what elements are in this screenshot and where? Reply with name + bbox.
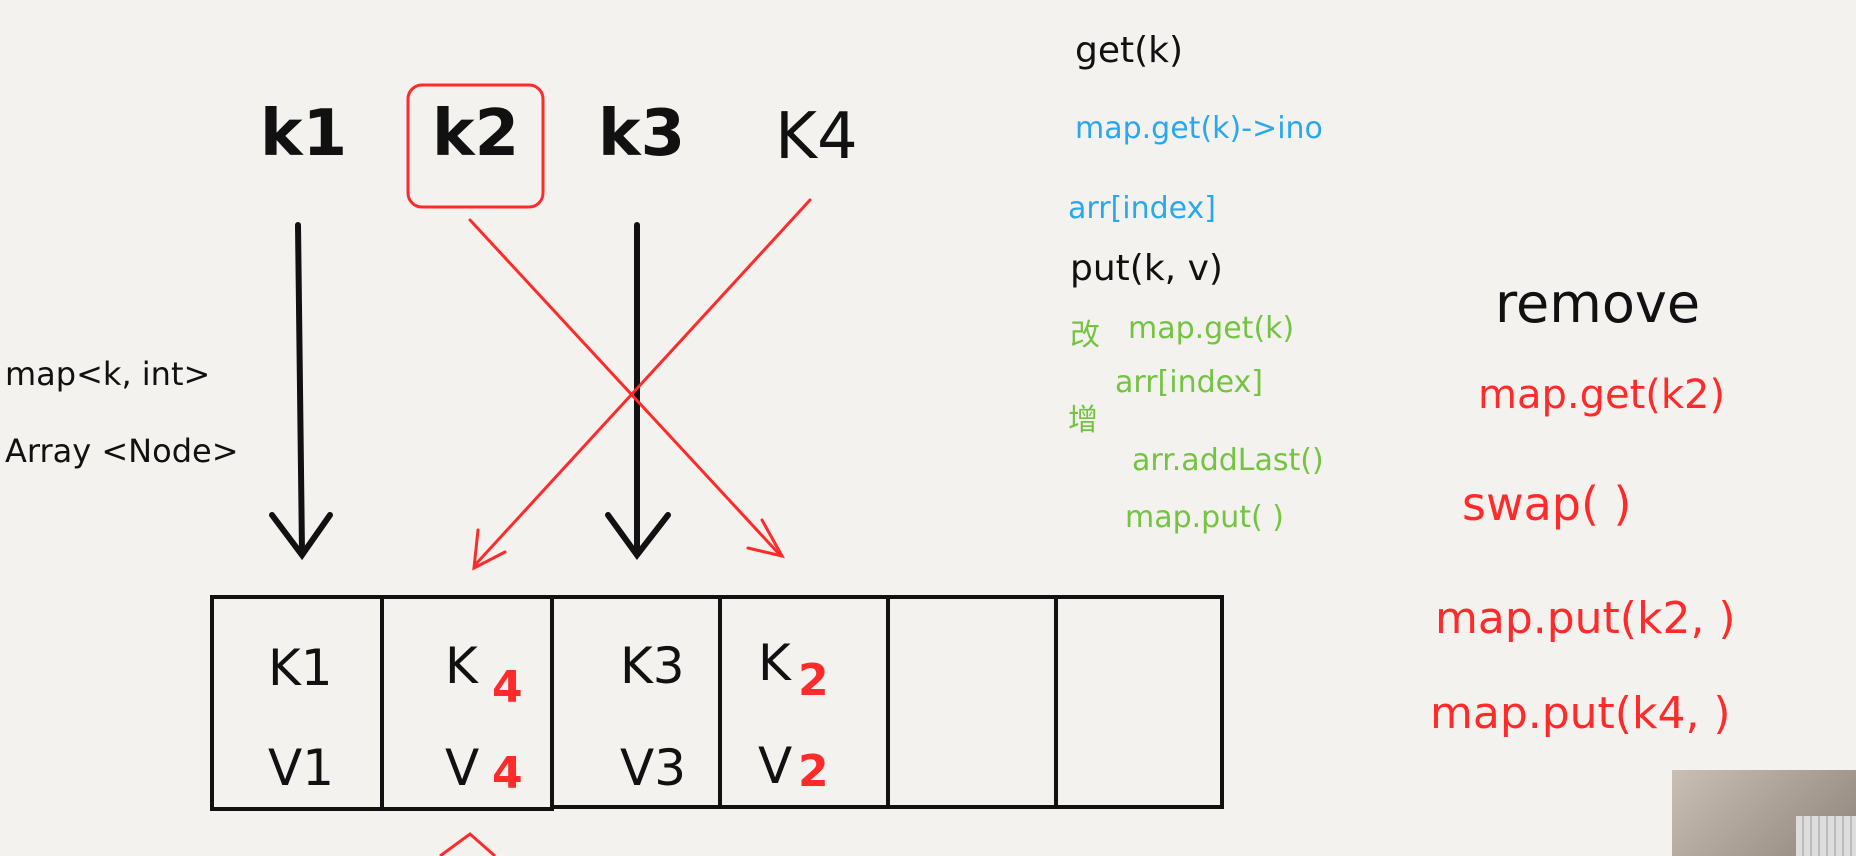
cell-3-key-fix: 2 [798, 655, 829, 706]
get-line-0: map.get(k)->ino [1075, 111, 1323, 146]
put-side-char-0: 改 [1070, 318, 1100, 353]
cell-1-value-fix: 4 [492, 748, 523, 799]
cell-1-value: V [445, 739, 479, 797]
key-k3: k3 [598, 97, 685, 171]
remove-line-2: map.put(k2, ) [1435, 593, 1736, 644]
arrow-k4-to-slot1 [472, 198, 812, 571]
put-line-0: map.get(k) [1128, 311, 1294, 346]
key-k2: k2 [432, 97, 519, 171]
cell-0-key: K1 [268, 639, 333, 697]
get-line-1: arr[index] [1068, 191, 1216, 226]
array-slot-5 [1054, 595, 1224, 809]
arrow-k1-to-slot0 [269, 222, 333, 561]
cell-3-value-fix: 2 [798, 746, 829, 797]
put-line-1: arr[index] [1115, 365, 1263, 400]
red-up-arrow-stub [439, 832, 496, 856]
array [210, 595, 1224, 811]
remove-title: remove [1495, 272, 1700, 335]
note-map-type: map<k, int> [5, 355, 210, 393]
note-array-type: Array <Node> [5, 432, 239, 470]
remove-line-3: map.put(k4, ) [1430, 688, 1731, 739]
cell-1-key-fix: 4 [492, 662, 523, 713]
remove-line-0: map.get(k2) [1478, 372, 1725, 418]
put-line-3: map.put( ) [1125, 500, 1284, 535]
webcam-background-shelf [1796, 816, 1856, 856]
get-title: get(k) [1075, 30, 1183, 71]
put-line-2: arr.addLast() [1132, 443, 1324, 478]
cell-2-key: K3 [620, 637, 685, 695]
webcam-thumbnail [1672, 770, 1856, 856]
key-k4: K4 [775, 100, 858, 174]
k2-highlight-box [406, 83, 545, 209]
cell-1-key: K [445, 637, 479, 695]
arrow-k3-to-slot2 [605, 222, 671, 561]
put-title: put(k, v) [1070, 248, 1223, 289]
put-side-char-1: 增 [1068, 403, 1098, 438]
cell-0-value: V1 [268, 739, 334, 797]
cell-3-key: K [758, 634, 792, 692]
cell-2-value: V3 [620, 739, 686, 797]
cell-3-value: V [758, 737, 792, 795]
remove-line-1: swap( ) [1462, 477, 1632, 531]
array-slot-4 [886, 595, 1058, 809]
key-k1: k1 [260, 97, 347, 171]
arrow-k2-to-slot3 [468, 218, 785, 559]
